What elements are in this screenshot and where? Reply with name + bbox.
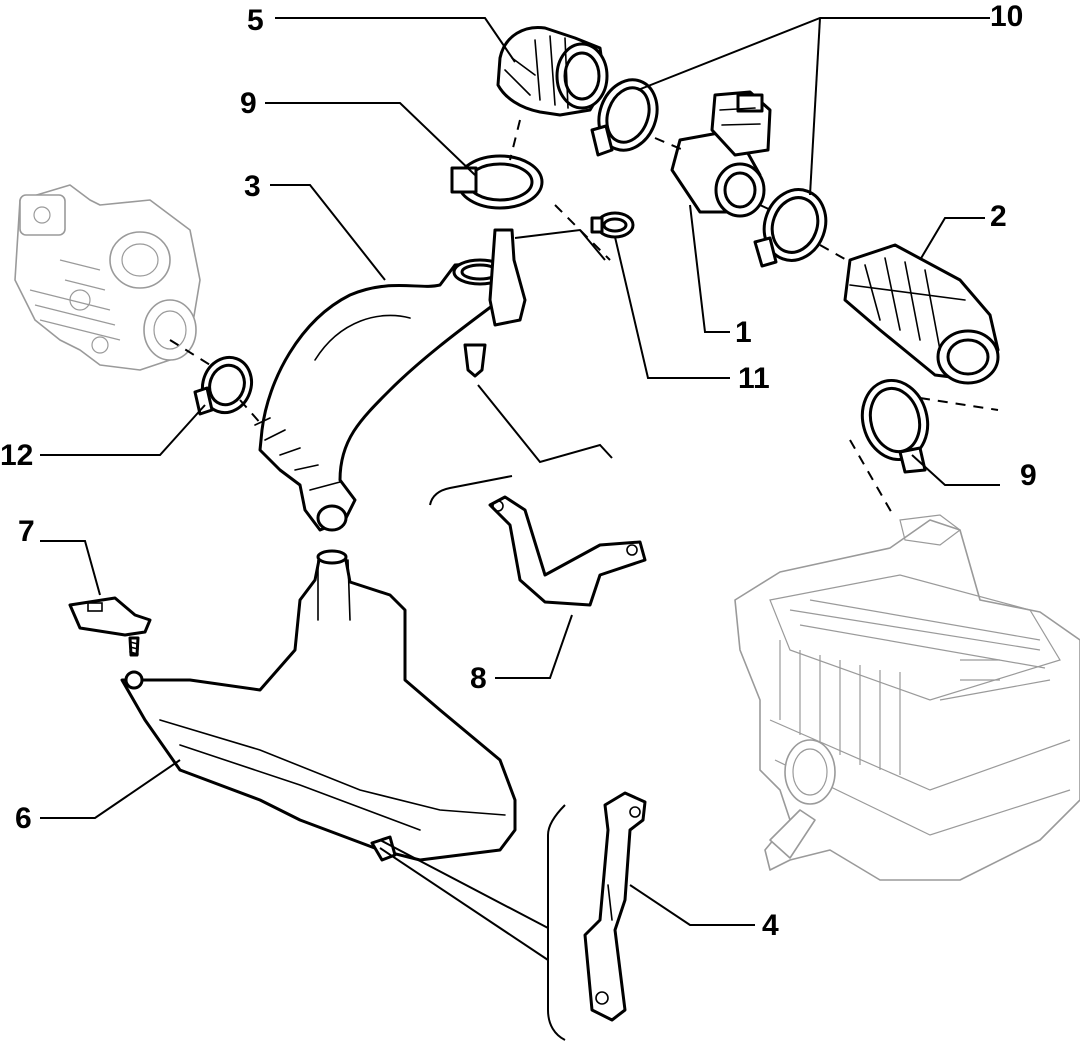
part-6-resonator-tank: [120, 549, 517, 862]
callout-11: 11: [738, 362, 770, 395]
callout-8: 8: [470, 662, 487, 695]
air-filter-box-reference: [734, 514, 1080, 881]
part-8-bracket: [488, 495, 647, 607]
callout-9-lower: 9: [1020, 459, 1037, 492]
callout-1: 1: [735, 316, 752, 349]
callout-2: 2: [990, 200, 1007, 233]
part-11-small-clamp: [590, 211, 635, 239]
part-12-clamp: [193, 355, 254, 416]
callout-4: 4: [762, 909, 779, 942]
callout-12: 12: [0, 439, 33, 472]
part-5-elbow-hose: [496, 25, 609, 117]
callout-10: 10: [990, 0, 1023, 33]
part-2-intake-hose: [843, 243, 1000, 385]
callout-3: 3: [244, 170, 261, 203]
callout-7: 7: [18, 515, 35, 548]
part-10-clamp-upper: [590, 78, 659, 157]
callout-5: 5: [247, 4, 264, 37]
part-4-bracket: [583, 791, 647, 1022]
part-7-bracket: [68, 596, 152, 657]
callout-labels: 5 10 9 3 2 1 11 12 9 7 8 6 4: [0, 0, 1037, 942]
leader-lines: [40, 17, 1000, 1041]
callout-6: 6: [15, 802, 32, 835]
turbocharger-reference: [14, 184, 201, 371]
part-10-clamp-lower: [753, 188, 828, 268]
part-1-air-flow-meter: [670, 90, 772, 218]
callout-9-upper: 9: [240, 87, 257, 120]
part-3-intake-duct: [254, 228, 527, 532]
part-9-clamp-upper: [450, 154, 544, 210]
part-9-clamp-lower: [860, 378, 930, 474]
